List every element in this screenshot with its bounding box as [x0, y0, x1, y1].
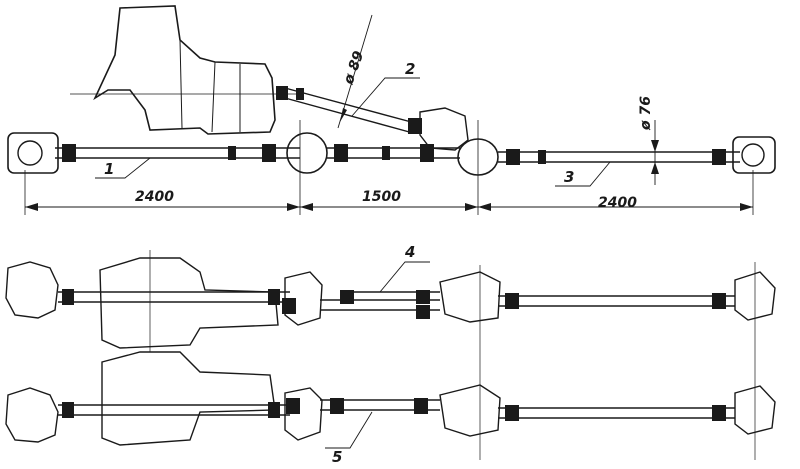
- main-shaft-1: [55, 144, 300, 162]
- dim-left-span: 2400: [135, 189, 174, 205]
- shaft-3: [498, 149, 740, 165]
- inter-axle-shaft: [327, 144, 460, 162]
- middle-axle-housing: [286, 120, 328, 215]
- dim-diameter-shaft-3: ø 76: [638, 96, 654, 131]
- dim-right-span: 2400: [598, 195, 637, 211]
- dim-middle-span: 1500: [362, 189, 401, 205]
- gearbox-housing: [93, 5, 276, 135]
- label-shaft-5: 5: [332, 448, 342, 466]
- label-shaft-2: 2: [405, 60, 415, 78]
- rear-axle-housing: [457, 120, 499, 215]
- label-shaft-3: 3: [564, 168, 574, 186]
- trailer-axle-housing: [732, 136, 776, 215]
- bottom-layout: 5: [5, 351, 776, 466]
- label-shaft-4: 4: [404, 243, 415, 261]
- top-layout: 2400 1500 2400 ø 89 ø 76 1 2 3: [7, 5, 776, 215]
- dimension-line: [25, 203, 753, 211]
- front-axle-housing: [7, 132, 59, 174]
- dim-diameter-shaft-2: ø 89: [340, 49, 367, 88]
- intermediate-support: [419, 107, 469, 151]
- middle-layout: 4: [5, 243, 776, 460]
- label-shaft-1: 1: [104, 160, 114, 178]
- inclined-shaft-2: [276, 86, 422, 134]
